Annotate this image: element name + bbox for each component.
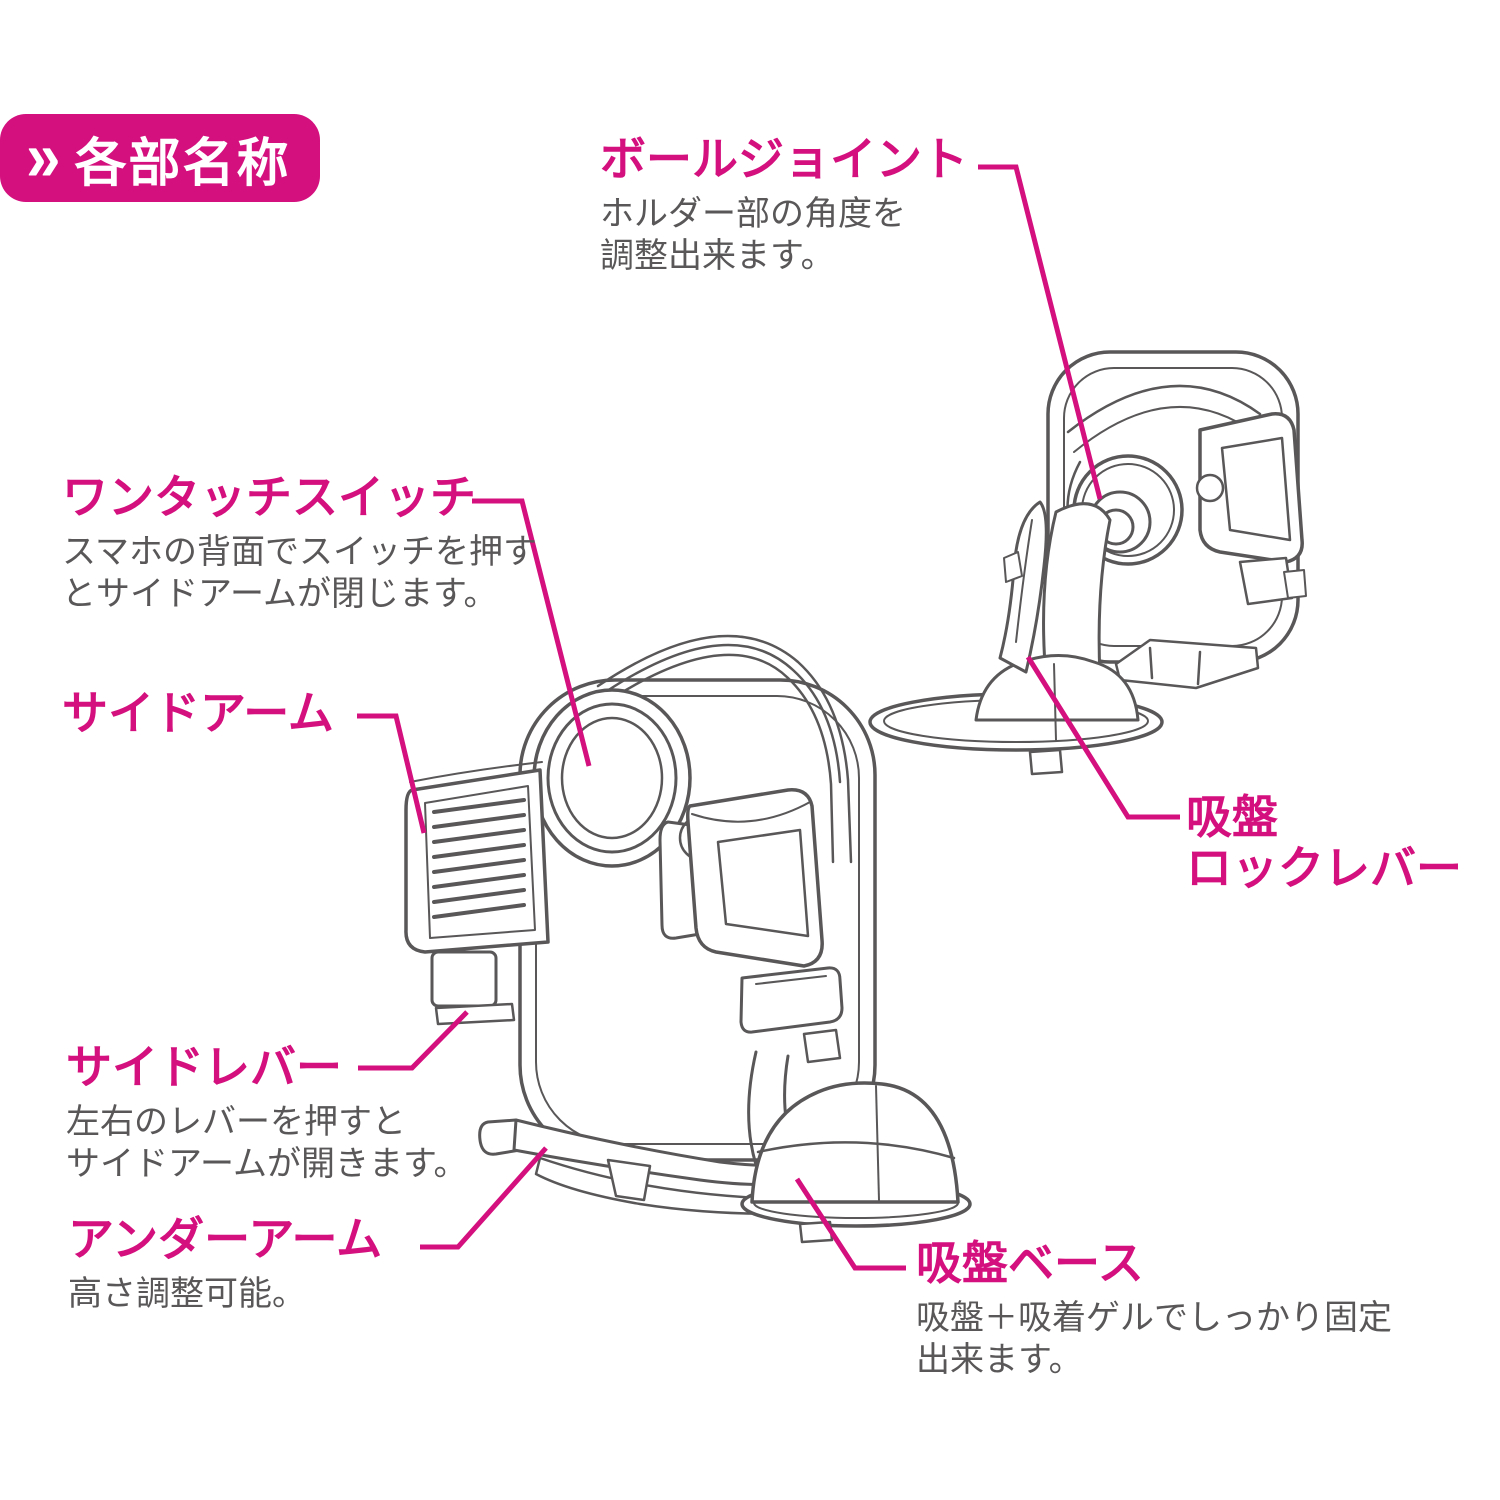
- under-arm-description: 高さ調整可能。: [68, 1274, 306, 1313]
- label-one-touch-switch: ワンタッチスイッチ スマホの背面でスイッチを押す とサイドアームが閉じます。: [62, 472, 537, 615]
- one-touch-switch-title: ワンタッチスイッチ: [62, 471, 476, 523]
- rear-stand-arm: [1042, 502, 1112, 680]
- leader-suction-base: [794, 1177, 906, 1271]
- label-side-lever: サイドレバー 左右のレバーを押すと サイドアームが開きます。: [66, 1042, 468, 1185]
- suction-base-description: 吸盤＋吸着ゲルでしっかり固定 出来ます。: [916, 1298, 1392, 1379]
- section-header-badge: » 各部名称: [0, 114, 320, 202]
- right-side-arm: [658, 788, 844, 1064]
- leader-side-lever: [358, 1010, 469, 1071]
- side-lever-title: サイドレバー: [66, 1041, 342, 1093]
- label-side-arm: サイドアーム: [62, 688, 334, 739]
- suction-base-title: 吸盤ベース: [916, 1237, 1144, 1289]
- label-under-arm: アンダーアーム 高さ調整可能。: [68, 1214, 382, 1315]
- label-suction-lock-lever: 吸盤 ロックレバー: [1186, 792, 1462, 893]
- leader-ball-joint: [978, 164, 1103, 500]
- rear-view-drawing: [868, 350, 1307, 776]
- arm-rib-lines: [432, 798, 526, 919]
- leader-one-touch-switch: [472, 498, 592, 767]
- side-lever-part: [430, 950, 516, 1026]
- under-arm-title: アンダーアーム: [68, 1213, 383, 1265]
- ball-joint-part: [1066, 454, 1184, 566]
- rear-right-arm: [1195, 412, 1307, 606]
- front-back-hoop: [596, 634, 853, 864]
- one-touch-switch-button: [532, 688, 692, 868]
- ball-joint-title: ボールジョイント: [600, 133, 968, 185]
- rear-feet: [1114, 638, 1260, 690]
- one-touch-switch-description: スマホの背面でスイッチを押す とサイドアームが閉じます。: [62, 532, 537, 613]
- suction-base-front: [740, 1081, 972, 1244]
- suction-lock-lever-title-line2: ロックレバー: [1186, 841, 1462, 894]
- section-title: 各部名称: [74, 134, 291, 193]
- double-chevron-icon: »: [26, 118, 61, 197]
- label-suction-base: 吸盤ベース 吸盤＋吸着ゲルでしっかり固定 出来ます。: [916, 1238, 1392, 1381]
- suction-lock-lever-title-line1: 吸盤: [1186, 791, 1278, 843]
- leader-side-arm: [357, 713, 427, 834]
- suction-base-rear: [868, 653, 1164, 776]
- left-side-arm: [404, 761, 550, 954]
- leader-suction-lock-lever: [1025, 655, 1180, 820]
- front-view-drawing: [404, 634, 972, 1244]
- ball-joint-description: ホルダー部の角度を 調整出来ます。: [600, 194, 906, 275]
- leader-under-arm: [420, 1146, 548, 1250]
- side-lever-description: 左右のレバーを押すと サイドアームが開きます。: [66, 1102, 468, 1183]
- suction-lock-lever-part: [998, 500, 1048, 674]
- side-arm-title: サイドアーム: [62, 687, 334, 739]
- label-ball-joint: ボールジョイント ホルダー部の角度を 調整出来ます。: [600, 134, 968, 277]
